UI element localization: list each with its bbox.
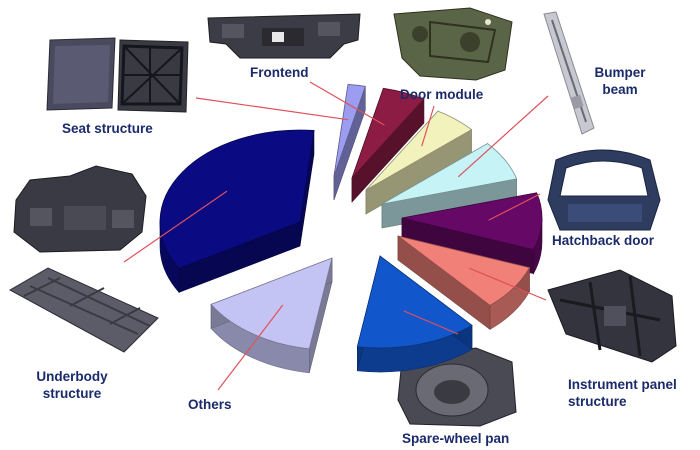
slice-label: Frontend (250, 64, 309, 81)
pie-slice-top (351, 87, 425, 179)
slice-label-line: structure (42, 386, 102, 401)
pie-slice (351, 87, 425, 203)
slice-label-line: Bumper (594, 65, 646, 80)
leader-line (469, 267, 547, 301)
instrument-panel-photo (547, 269, 677, 363)
leader-lines (123, 81, 549, 391)
hatchback-door-photo (547, 149, 661, 231)
slice-label: Seat structure (62, 120, 153, 137)
pie-slice-top (401, 192, 543, 251)
part-photos (8, 7, 677, 427)
slice-label-line: Spare-wheel pan (402, 431, 510, 446)
pie-slice-top (381, 143, 518, 205)
slice-label: Bumper beam (590, 64, 650, 98)
leader-line (403, 310, 459, 335)
leader-line (421, 105, 435, 147)
slice-label: Underbody structure (20, 368, 124, 402)
pie-slice (159, 129, 315, 294)
frontend-photo (207, 13, 361, 59)
bumper-beam-photo (543, 11, 595, 135)
leader-line (488, 193, 541, 221)
slice-label: Others (188, 396, 232, 413)
slice-label: Instrument panel structure (568, 376, 677, 410)
pie-slice-top (397, 235, 531, 306)
spare-wheel-pan-photo (397, 347, 517, 427)
pie-slice (210, 257, 333, 374)
slice-label: Hatchback door (552, 232, 654, 249)
underbody-floor-photo (8, 267, 159, 353)
slice-label-line: structure (568, 394, 627, 409)
leader-line (309, 81, 385, 126)
slice-label: Door module (400, 86, 483, 103)
slice-label-line: Seat structure (62, 121, 153, 136)
pie-slice-top (356, 255, 473, 349)
pie-slice (401, 192, 543, 275)
slice-label-line: Frontend (250, 65, 309, 80)
pie-slice-top (159, 129, 315, 269)
pie-slice (333, 84, 366, 201)
slice-label: Spare-wheel pan (402, 430, 509, 447)
slice-label-line: Others (188, 397, 232, 412)
slice-label-line: Instrument panel (568, 377, 677, 392)
pie-chart (159, 84, 543, 374)
pie-slice-top (210, 257, 333, 350)
leader-line (217, 304, 284, 391)
pie-slice (397, 235, 531, 330)
pie-slice (365, 110, 473, 215)
slice-label-line: Hatchback door (552, 233, 655, 248)
pie-slice-top (333, 84, 366, 177)
slice-label-line: Door module (400, 87, 484, 102)
underbody-shield-photo (13, 165, 147, 253)
seat-structure-photo (46, 37, 189, 113)
slice-label-line: beam (602, 82, 638, 97)
pie-slice-top (365, 110, 473, 191)
door-module-photo (393, 7, 513, 81)
leader-line (195, 97, 349, 121)
leader-line (457, 95, 549, 178)
pie-slice (356, 255, 473, 373)
leader-line (123, 190, 228, 263)
slice-label-line: Underbody (36, 369, 108, 384)
